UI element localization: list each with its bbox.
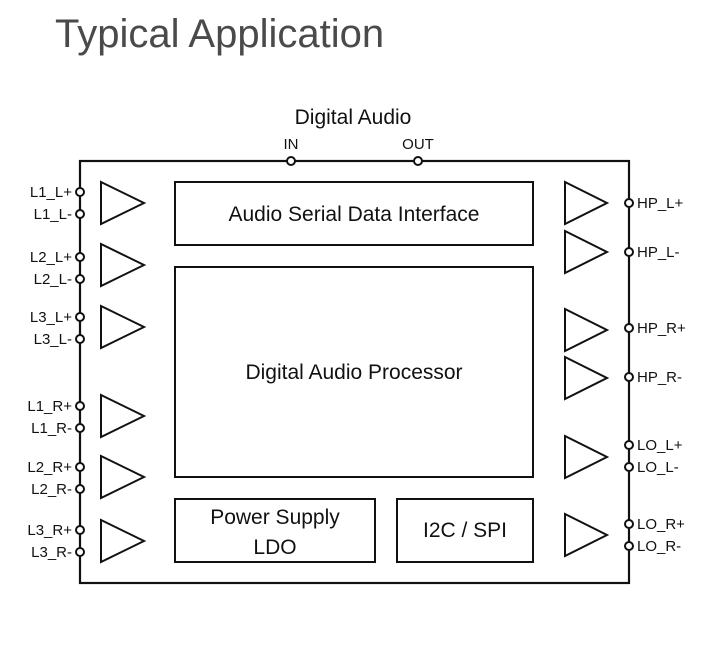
right-pin: [624, 519, 634, 529]
right-pin-label: LO_L+: [637, 437, 683, 454]
left-pin: [75, 423, 85, 433]
left-pin: [75, 525, 85, 535]
left-pin: [75, 462, 85, 472]
right-pin: [624, 541, 634, 551]
block-serial-interface: [174, 181, 534, 246]
left-pin-label: L2_L-: [34, 271, 72, 288]
left-pin: [75, 547, 85, 557]
left-pin: [75, 401, 85, 411]
input-amplifier: [100, 518, 147, 564]
left-pin: [75, 484, 85, 494]
pin-label-in: IN: [284, 136, 299, 153]
output-amplifier: [564, 229, 610, 275]
page-title: Typical Application: [55, 12, 385, 56]
right-pin: [624, 372, 634, 382]
right-pin-label: HP_L-: [637, 244, 680, 261]
right-pin: [624, 247, 634, 257]
output-amplifier: [564, 355, 610, 401]
right-pin-label: HP_L+: [637, 195, 684, 212]
block-processor: [174, 266, 534, 478]
left-pin: [75, 274, 85, 284]
left-pin-label: L3_R-: [31, 544, 72, 561]
block-power-label-2: LDO: [253, 536, 296, 559]
block-control-label: I2C / SPI: [423, 519, 507, 542]
output-amplifier: [564, 512, 610, 558]
input-amplifier: [100, 242, 147, 288]
left-pin: [75, 187, 85, 197]
left-pin-label: L2_R+: [27, 459, 72, 476]
input-amplifier: [100, 180, 147, 226]
pin-in: [286, 156, 296, 166]
right-pin-label: HP_R+: [637, 320, 686, 337]
left-pin-label: L2_L+: [30, 249, 72, 266]
left-pin-label: L1_L+: [30, 184, 72, 201]
digital-audio-label: Digital Audio: [295, 106, 412, 129]
output-amplifier: [564, 180, 610, 226]
input-amplifier: [100, 304, 147, 350]
left-pin-label: L3_L+: [30, 309, 72, 326]
right-pin-label: LO_L-: [637, 459, 679, 476]
right-pin-label: LO_R-: [637, 538, 681, 555]
input-amplifier: [100, 454, 147, 500]
block-processor-label: Digital Audio Processor: [245, 361, 462, 384]
right-pin: [624, 462, 634, 472]
left-pin: [75, 252, 85, 262]
right-pin: [624, 198, 634, 208]
input-amplifier: [100, 393, 147, 439]
right-pin-label: HP_R-: [637, 369, 682, 386]
output-amplifier: [564, 434, 610, 480]
block-power-label-1: Power Supply: [210, 506, 340, 529]
left-pin: [75, 334, 85, 344]
block-control: [396, 498, 534, 563]
pin-out: [413, 156, 423, 166]
left-pin-label: L1_L-: [34, 206, 72, 223]
left-pin-label: L2_R-: [31, 481, 72, 498]
pin-label-out: OUT: [402, 136, 434, 153]
right-pin-label: LO_R+: [637, 516, 685, 533]
right-pin: [624, 323, 634, 333]
left-pin-label: L1_R+: [27, 398, 72, 415]
left-pin-label: L1_R-: [31, 420, 72, 437]
block-serial-interface-label: Audio Serial Data Interface: [229, 203, 480, 226]
left-pin: [75, 312, 85, 322]
left-pin-label: L3_L-: [34, 331, 72, 348]
block-power-supply: [174, 498, 376, 563]
left-pin-label: L3_R+: [27, 522, 72, 539]
output-amplifier: [564, 307, 610, 353]
right-pin: [624, 440, 634, 450]
left-pin: [75, 209, 85, 219]
